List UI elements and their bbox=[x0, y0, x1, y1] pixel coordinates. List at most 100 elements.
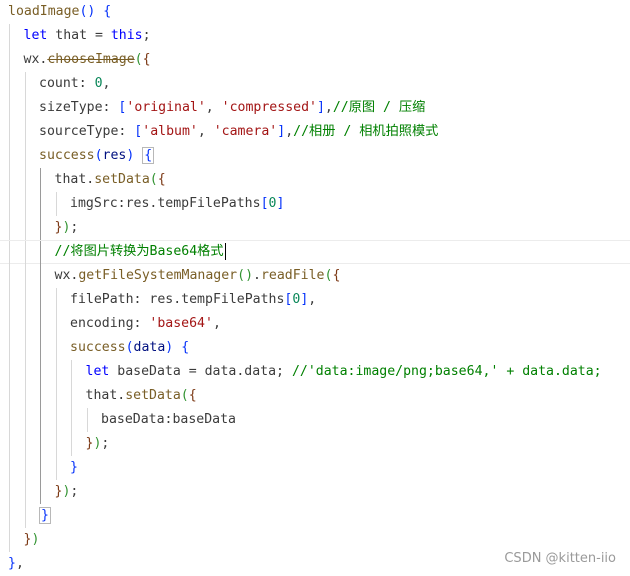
indent-guide bbox=[24, 456, 26, 480]
code-text: success(data) { bbox=[70, 336, 189, 360]
code-token: //原图 / 压缩 bbox=[332, 100, 426, 115]
code-token: res bbox=[102, 148, 127, 163]
code-line[interactable]: sourceType: ['album', 'camera'],//相册 / 相… bbox=[0, 120, 630, 144]
code-token: [ bbox=[118, 100, 127, 115]
code-line[interactable]: wx.getFileSystemManager().readFile({ bbox=[0, 264, 630, 288]
code-token: baseData bbox=[101, 412, 165, 427]
code-line[interactable]: let baseData = data.data; //'data:image/… bbox=[0, 360, 630, 384]
code-token: ; bbox=[70, 220, 79, 235]
code-line[interactable]: } bbox=[0, 504, 630, 528]
code-line[interactable]: }); bbox=[0, 480, 630, 504]
code-line[interactable]: loadImage() { bbox=[0, 0, 630, 24]
code-token bbox=[173, 340, 181, 355]
indent-guide bbox=[9, 216, 10, 240]
code-token: ( bbox=[134, 52, 143, 67]
indent-guide bbox=[24, 216, 26, 240]
code-line[interactable]: sizeType: ['original', 'compressed'],//原… bbox=[0, 96, 630, 120]
indent-guide bbox=[40, 264, 41, 288]
indent-guide bbox=[24, 241, 26, 265]
code-token: ) bbox=[31, 532, 40, 547]
indent-guide bbox=[24, 336, 26, 360]
code-text: baseData:baseData bbox=[101, 408, 236, 432]
indent-guide bbox=[9, 72, 10, 96]
code-token: ) bbox=[165, 340, 174, 355]
indent-guide bbox=[24, 264, 26, 288]
indent-guide bbox=[9, 504, 10, 528]
code-token: sourceType bbox=[39, 124, 119, 139]
code-token: { bbox=[103, 4, 112, 19]
code-token: encoding bbox=[70, 316, 134, 331]
indent-guide bbox=[40, 360, 41, 384]
code-token: filePath bbox=[70, 292, 134, 307]
code-line[interactable]: imgSrc:res.tempFilePaths[0] bbox=[0, 192, 630, 216]
indent-guide bbox=[24, 144, 26, 168]
code-text: } bbox=[39, 504, 51, 528]
code-token: ( bbox=[125, 340, 134, 355]
code-text: wx.chooseImage({ bbox=[24, 48, 151, 72]
indent-guide bbox=[24, 480, 26, 504]
indent-guide bbox=[9, 168, 10, 192]
indent-guide bbox=[71, 432, 72, 456]
code-token: ; bbox=[142, 28, 151, 43]
code-token: ( bbox=[149, 172, 158, 187]
code-line[interactable]: let that = this; bbox=[0, 24, 630, 48]
indent-guide bbox=[9, 480, 10, 504]
code-token: [ bbox=[134, 124, 143, 139]
code-text: let baseData = data.data; //'data:image/… bbox=[86, 360, 602, 384]
code-token: ) bbox=[93, 436, 102, 451]
code-line[interactable]: }); bbox=[0, 432, 630, 456]
indent-guide bbox=[55, 336, 57, 360]
indent-guide bbox=[55, 360, 57, 384]
code-text: success(res) { bbox=[39, 144, 155, 168]
indent-guide bbox=[55, 288, 57, 312]
indent-guide bbox=[71, 408, 72, 432]
code-token: imgSrc bbox=[70, 196, 118, 211]
code-line[interactable]: success(data) { bbox=[0, 336, 630, 360]
indent-guide bbox=[40, 288, 41, 312]
code-token: let bbox=[23, 28, 48, 43]
code-text: } bbox=[70, 456, 78, 480]
code-line[interactable]: }); bbox=[0, 216, 630, 240]
text-cursor bbox=[224, 242, 226, 260]
indent-guide bbox=[55, 384, 57, 408]
indent-guide bbox=[40, 384, 41, 408]
code-token: sizeType bbox=[39, 100, 103, 115]
code-line[interactable]: filePath: res.tempFilePaths[0], bbox=[0, 288, 630, 312]
code-line[interactable]: wx.chooseImage({ bbox=[0, 48, 630, 72]
code-token: , bbox=[102, 76, 111, 91]
code-token: 0 bbox=[292, 292, 301, 307]
code-token: { bbox=[188, 388, 197, 403]
code-token: ) bbox=[126, 148, 135, 163]
indent-guide bbox=[9, 456, 10, 480]
code-token: that. bbox=[85, 388, 126, 403]
code-line[interactable]: baseData:baseData bbox=[0, 408, 630, 432]
code-line[interactable]: }) bbox=[0, 528, 630, 552]
code-text: }) bbox=[24, 528, 40, 552]
code-token: //相册 / 相机拍照模式 bbox=[293, 124, 439, 139]
code-line[interactable]: success(res) { bbox=[0, 144, 630, 168]
code-line[interactable]: }, bbox=[0, 552, 630, 576]
code-token: [ bbox=[260, 196, 269, 211]
code-line[interactable]: count: 0, bbox=[0, 72, 630, 96]
code-line[interactable]: } bbox=[0, 456, 630, 480]
code-token: wx. bbox=[23, 52, 48, 67]
code-line[interactable]: that.setData({ bbox=[0, 168, 630, 192]
indent-guide bbox=[40, 408, 41, 432]
code-token: , bbox=[197, 124, 214, 139]
code-token: ( bbox=[94, 148, 103, 163]
code-token: ; bbox=[70, 484, 79, 499]
code-line[interactable]: that.setData({ bbox=[0, 384, 630, 408]
code-text: loadImage() { bbox=[8, 0, 111, 24]
code-line[interactable]: encoding: 'base64', bbox=[0, 312, 630, 336]
code-token: : bbox=[133, 316, 150, 331]
code-line[interactable]: //将图片转换为Base64格式 bbox=[0, 240, 630, 265]
code-token: setData bbox=[94, 172, 150, 187]
code-token: loadImage bbox=[8, 4, 80, 19]
code-token: success bbox=[39, 148, 95, 163]
indent-guide bbox=[24, 384, 26, 408]
code-token: , bbox=[212, 316, 221, 331]
code-token: ] bbox=[277, 124, 286, 139]
indent-guide bbox=[9, 241, 10, 265]
indent-guide bbox=[9, 96, 10, 120]
